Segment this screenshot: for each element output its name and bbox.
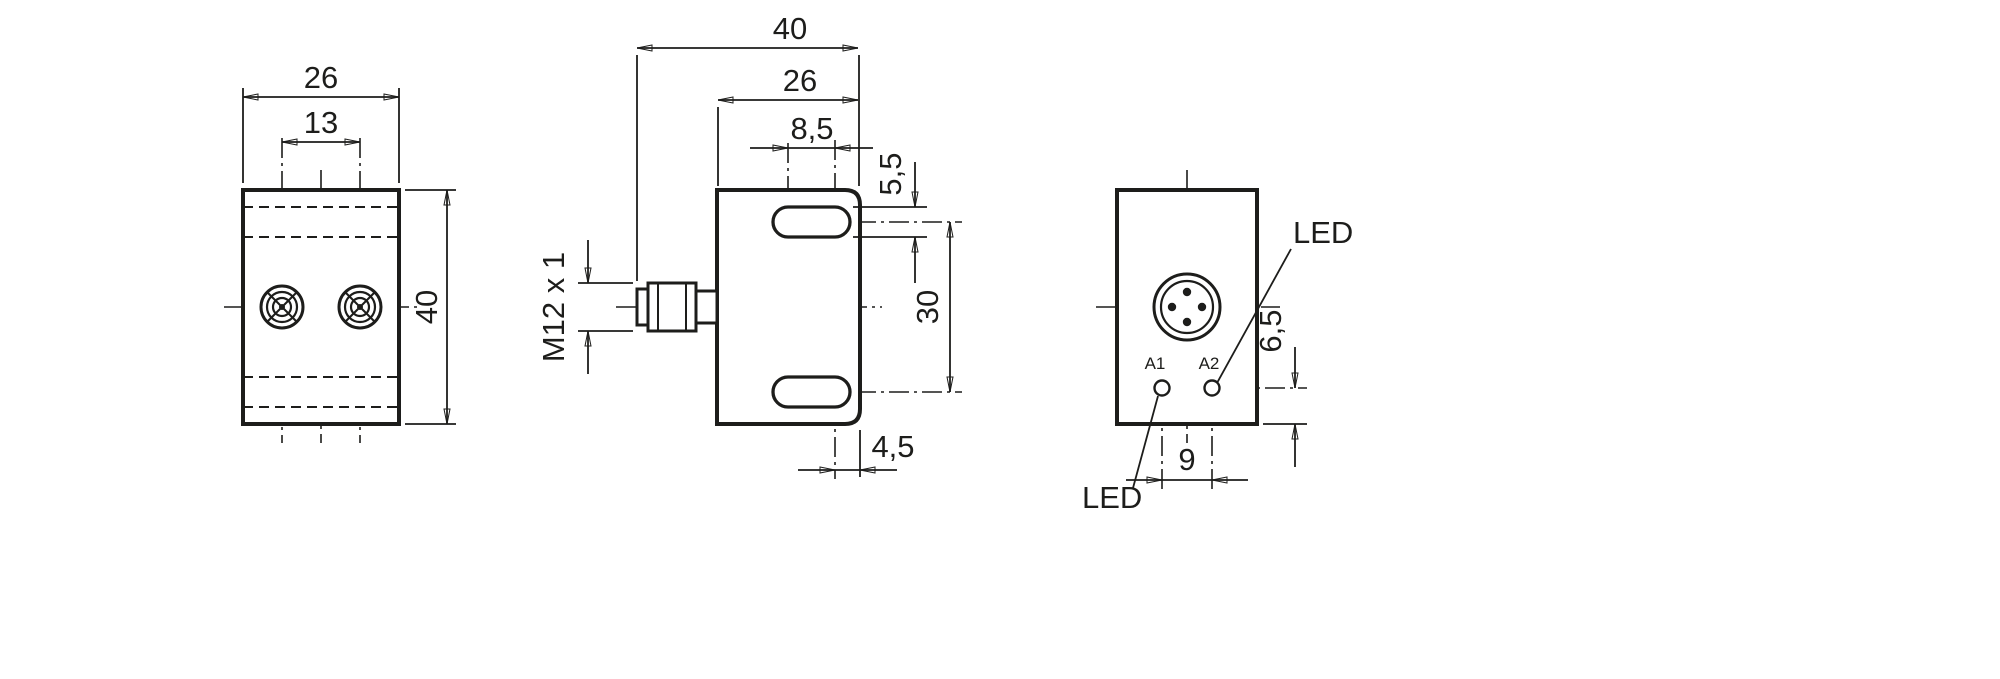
mounting-slot-top [771,205,852,239]
connector-pin [1167,302,1177,312]
dimension-label-5-5: 5,5 [873,152,908,195]
sensing-ring [271,296,293,318]
led-a2-label: A2 [1199,354,1220,373]
connector-pin [1182,317,1192,327]
connector-face [1152,272,1222,342]
hatch-line [266,291,298,323]
leader-line [1216,248,1292,384]
sensing-ring [349,296,371,318]
side-dimension-slot-distance: 30 [910,222,950,392]
front-dimension-height: 40 [405,189,456,425]
dimension-label-4-5: 4,5 [871,429,914,464]
sensing-face-right [337,284,383,330]
side-dimension-thread: M12 x 1 [536,240,633,374]
front-dimension-width: 26 [242,60,400,183]
dimension-label-40: 40 [773,11,807,46]
side-dimension-edge-offset: 4,5 [798,429,915,477]
led-indicators: A1 A2 [1145,354,1221,397]
dimension-label-13: 13 [304,105,338,140]
dimension-label-9: 9 [1178,442,1195,477]
side-dimension-slot-width: 5,5 [853,152,927,283]
led-label-top: LED [1293,215,1353,250]
end-view: A1 A2 LED LED 6,5 9 [1082,170,1353,515]
side-view: 40 26 8,5 5,5 30 [536,11,962,479]
end-dimension-led-spacing: 9 [1126,442,1248,480]
sensing-face-left [259,284,305,330]
connector-outer-circle [1152,272,1222,342]
end-dimension-led-offset: 6,5 [1253,309,1307,467]
led-a1-circle [1153,379,1171,397]
m12-connector [635,281,719,333]
side-body-outline [715,188,862,426]
dimension-label-40: 40 [409,290,444,324]
connector-neck [694,289,719,325]
led-callout-top: LED [1216,215,1353,384]
sensing-ring [343,290,377,324]
dimension-label-26: 26 [783,63,817,98]
dimension-label-30: 30 [910,290,945,324]
dimension-label-26: 26 [304,60,338,95]
connector-inner-circle [1159,279,1215,335]
dimension-label-6-5: 6,5 [1253,309,1288,352]
side-dimension-body-width: 26 [717,63,858,186]
connector-pin [1197,302,1207,312]
side-dimension-overall: 40 [636,11,860,281]
led-a2-circle [1203,379,1221,397]
connector-pin [1182,287,1192,297]
led-label-bottom: LED [1082,480,1142,515]
side-dimension-slot-length: 8,5 [750,111,873,148]
dimension-label-8-5: 8,5 [790,111,833,146]
leader-line [1132,395,1159,489]
sensing-ring [265,290,299,324]
connector-tip [635,287,650,327]
led-callout-bottom: LED [1082,395,1159,515]
front-dimension-hole-spacing: 13 [282,105,360,142]
connector-barrel [646,281,698,333]
front-view: 26 13 40 [224,60,456,443]
thread-label-m12x1: M12 x 1 [536,252,571,362]
hatch-line [344,291,376,323]
mounting-slot-bottom [771,375,852,409]
led-a1-label: A1 [1145,354,1166,373]
front-hidden-edges [243,206,399,408]
